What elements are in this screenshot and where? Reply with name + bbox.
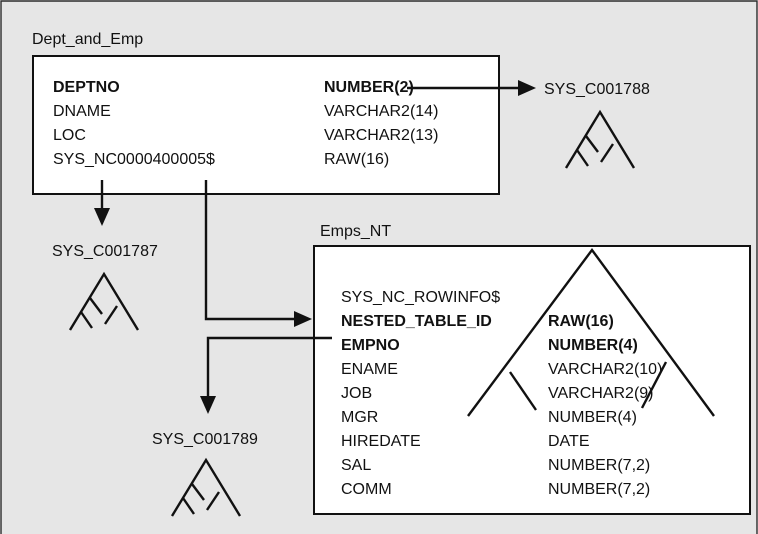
dept-col-name: LOC — [53, 127, 86, 144]
empno-index-label: SYS_C001789 — [152, 431, 258, 448]
nt-col-type: VARCHAR2(10) — [548, 361, 662, 378]
outer-title: Dept_and_Emp — [32, 31, 143, 48]
dept-table-box — [32, 55, 500, 195]
nt-col-type: VARCHAR2(9) — [548, 385, 654, 402]
nt-col-name: EMPNO — [341, 337, 400, 354]
nt-col-name: NESTED_TABLE_ID — [341, 313, 492, 330]
dept-col-type: VARCHAR2(14) — [324, 103, 438, 120]
dept-table-columns: DEPTNO NUMBER(2) DNAME VARCHAR2(14) LOC … — [53, 79, 438, 168]
nc-index-arrowhead — [94, 208, 110, 226]
dept-col-name: DEPTNO — [53, 79, 120, 96]
deptno-index-label: SYS_C001788 — [544, 81, 650, 98]
nt-col-type: NUMBER(4) — [548, 409, 637, 426]
nested-table-index-tree-icon — [467, 247, 715, 417]
nested-link-arrow — [204, 180, 296, 321]
dept-col-name: SYS_NC0000400005$ — [53, 151, 215, 168]
nt-col-name: COMM — [341, 481, 392, 498]
nested-table-box — [313, 245, 751, 515]
nc-index-tree-icon — [68, 271, 140, 331]
nt-col-type: NUMBER(7,2) — [548, 481, 650, 498]
nt-col-name: JOB — [341, 385, 372, 402]
dept-col-type: RAW(16) — [324, 151, 389, 168]
nt-col-type: NUMBER(7,2) — [548, 457, 650, 474]
nested-link-arrowhead — [294, 311, 312, 327]
nested-table-title: Emps_NT — [320, 223, 391, 240]
nt-col-name: ENAME — [341, 361, 398, 378]
nt-col-name: MGR — [341, 409, 378, 426]
dept-col-name: DNAME — [53, 103, 111, 120]
empno-index-arrow — [206, 336, 332, 398]
nt-col-type: NUMBER(4) — [548, 337, 638, 354]
deptno-index-arrowhead — [518, 80, 536, 96]
dept-col-type: VARCHAR2(13) — [324, 127, 438, 144]
nt-col-name: SAL — [341, 457, 371, 474]
empno-index-tree-icon — [170, 457, 242, 517]
deptno-index-tree-icon — [564, 109, 636, 169]
nt-col-name: SYS_NC_ROWINFO$ — [341, 289, 500, 306]
dept-col-type: NUMBER(2) — [324, 79, 414, 96]
nt-col-type: DATE — [548, 433, 589, 450]
empno-index-arrowhead — [200, 396, 216, 414]
nt-col-name: HIREDATE — [341, 433, 421, 450]
nc-index-label: SYS_C001787 — [52, 243, 158, 260]
nt-col-type: RAW(16) — [548, 313, 614, 330]
nested-table-columns: SYS_NC_ROWINFO$ NESTED_TABLE_ID RAW(16) … — [341, 289, 662, 498]
